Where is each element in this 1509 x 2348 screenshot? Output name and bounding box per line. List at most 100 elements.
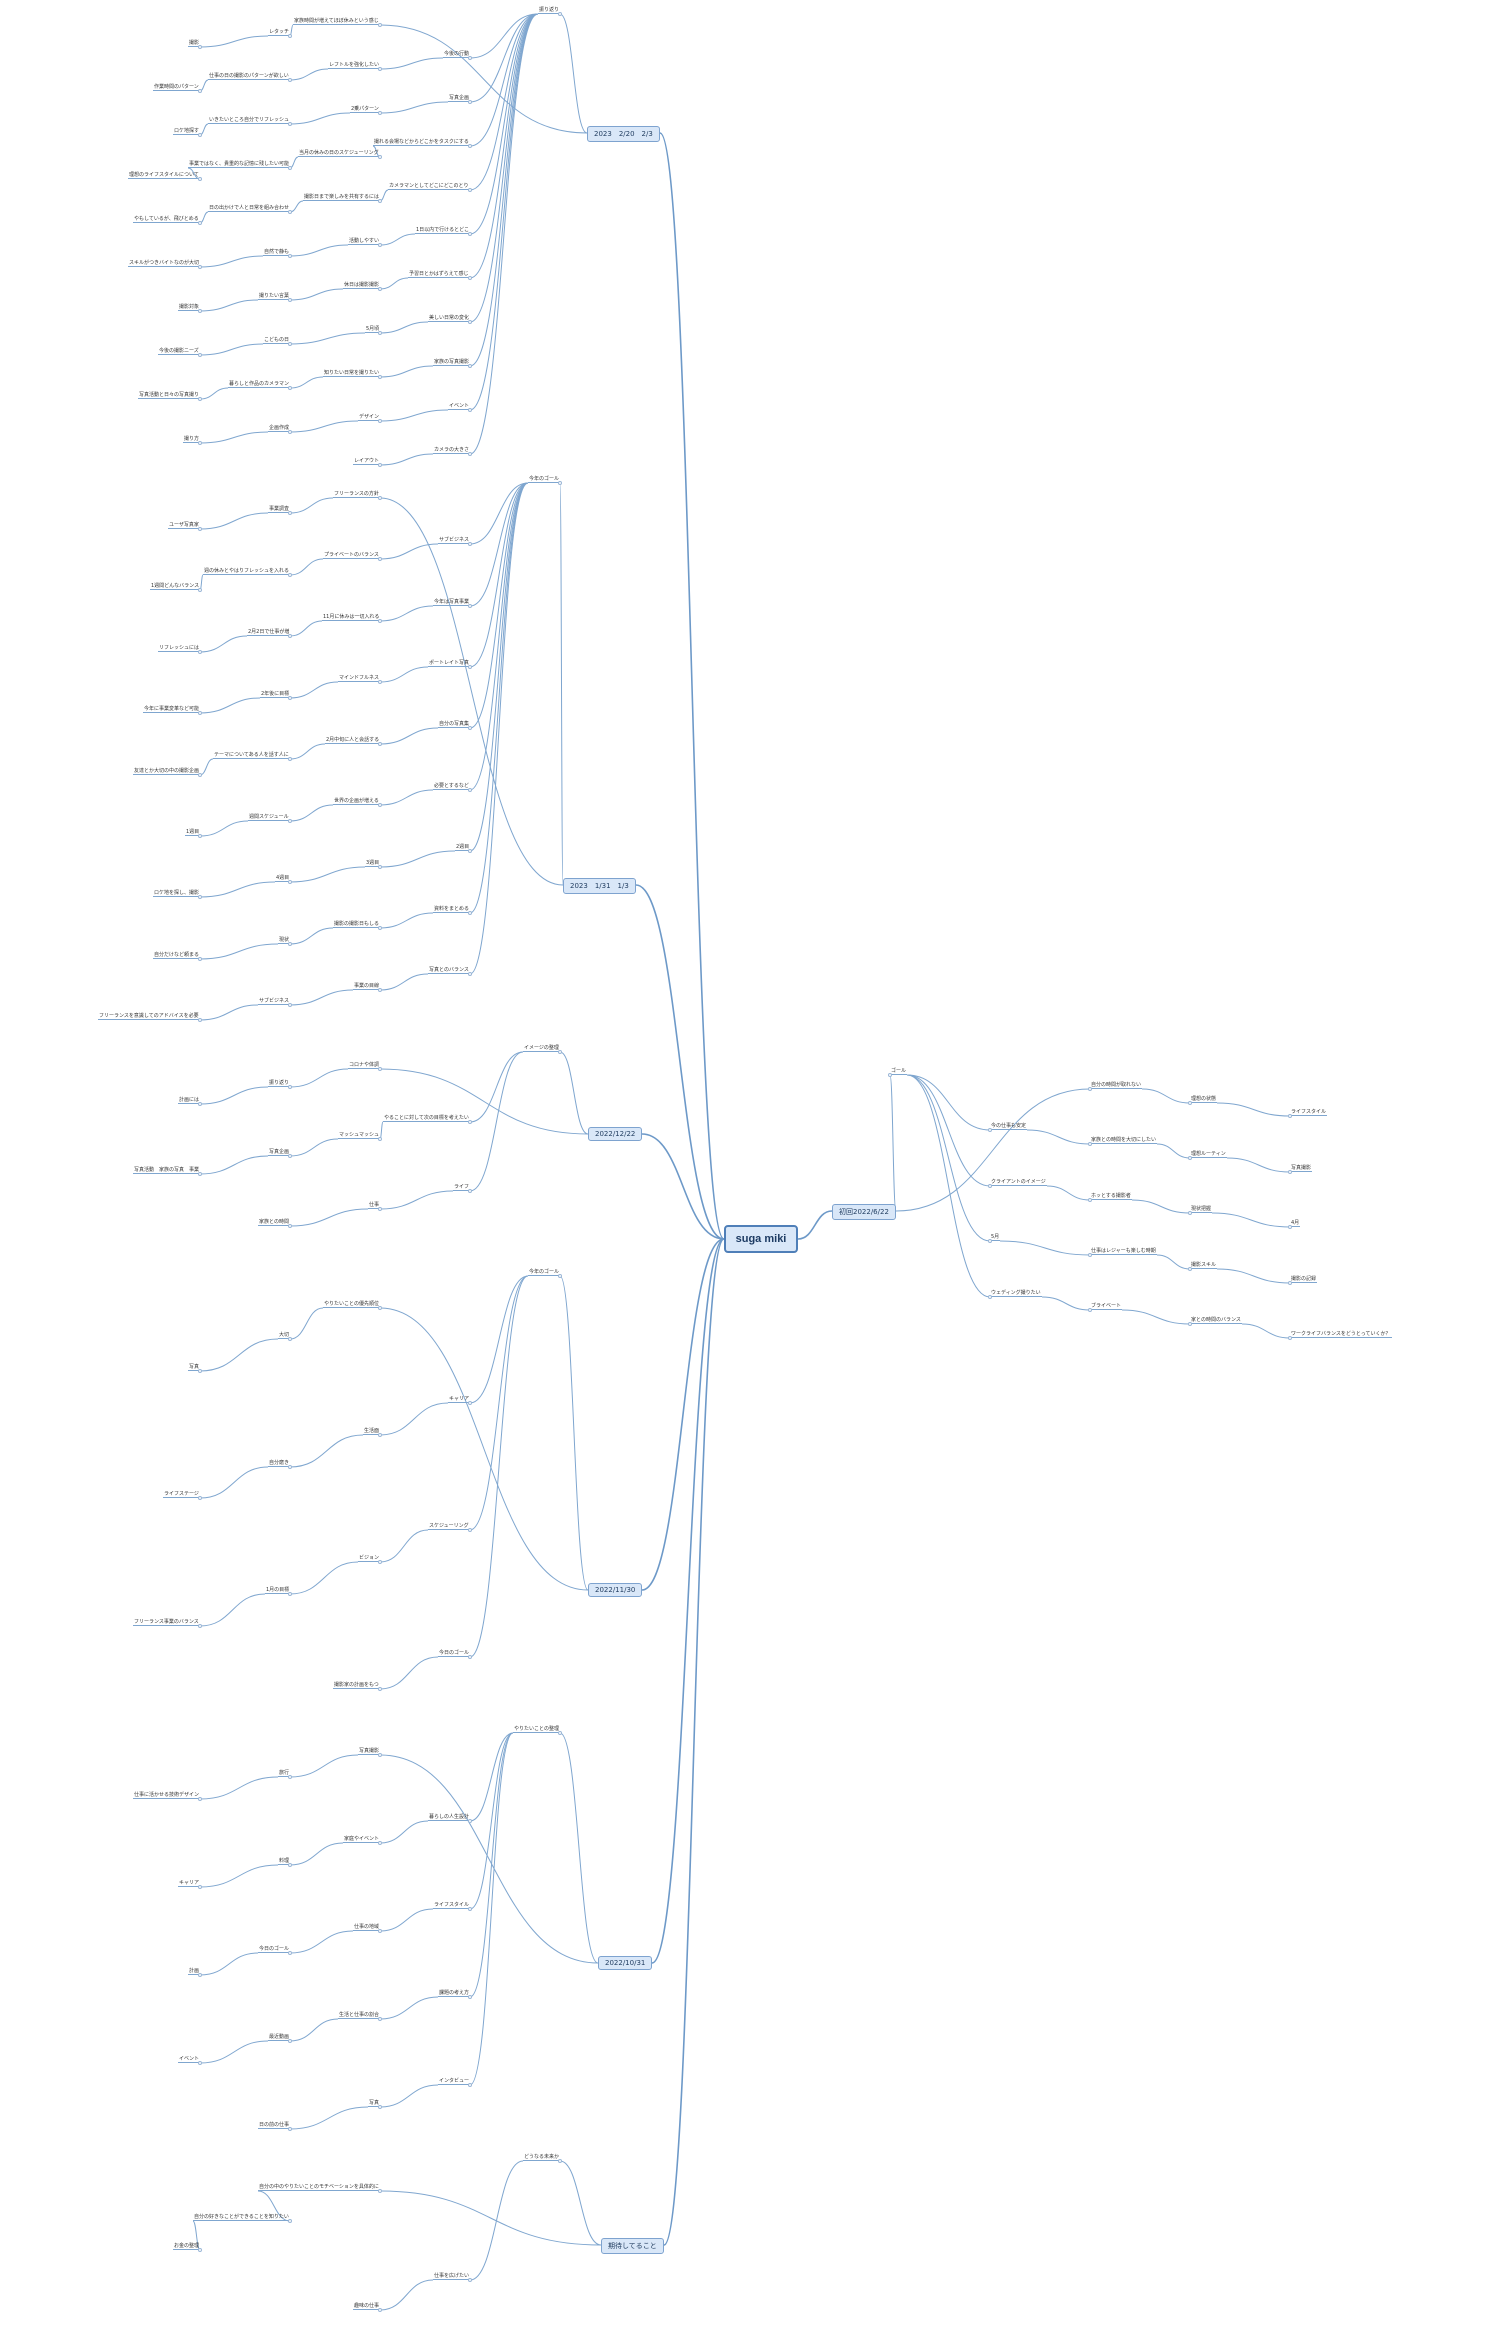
collapse-toggle[interactable]	[558, 12, 562, 16]
collapse-toggle[interactable]	[288, 2127, 292, 2131]
topic-node[interactable]: クライアントのイメージ	[990, 1179, 1047, 1186]
collapse-toggle[interactable]	[988, 1295, 992, 1299]
collapse-toggle[interactable]	[198, 1885, 202, 1889]
collapse-toggle[interactable]	[288, 1154, 292, 1158]
collapse-toggle[interactable]	[888, 1073, 892, 1077]
collapse-toggle[interactable]	[198, 1102, 202, 1106]
topic-node[interactable]: いきたいところ自分でリフレッシュ	[208, 117, 291, 124]
collapse-toggle[interactable]	[468, 849, 472, 853]
collapse-toggle[interactable]	[378, 680, 382, 684]
topic-node[interactable]: 撮影日まで楽しみを共有するには	[303, 194, 381, 201]
collapse-toggle[interactable]	[288, 1003, 292, 1007]
collapse-toggle[interactable]	[198, 2248, 202, 2252]
root-topic[interactable]: suga miki	[724, 1225, 798, 1253]
topic-node[interactable]: 休日は撮影撮影	[343, 282, 381, 289]
collapse-toggle[interactable]	[1288, 1114, 1292, 1118]
collapse-toggle[interactable]	[288, 430, 292, 434]
topic-node[interactable]: 暮らしと作品のカメラマン	[228, 381, 291, 388]
topic-node[interactable]: インタビュー	[438, 2078, 471, 2085]
topic-node[interactable]: 2週目	[455, 844, 471, 851]
topic-node[interactable]: 写真活動と日々の写真撮り	[138, 392, 201, 399]
topic-node[interactable]: 写真とのバランス	[428, 967, 470, 974]
topic-node[interactable]: 自分の時間が取れない	[1090, 1082, 1143, 1089]
topic-node[interactable]: 1週間どんなバランス	[150, 583, 201, 590]
topic-node[interactable]: やもしているが、飛びとめる	[133, 216, 200, 223]
collapse-toggle[interactable]	[288, 880, 292, 884]
collapse-toggle[interactable]	[1288, 1336, 1292, 1340]
collapse-toggle[interactable]	[988, 1128, 992, 1132]
topic-node[interactable]: やりたいことの整理	[513, 1726, 560, 1733]
collapse-toggle[interactable]	[198, 221, 202, 225]
collapse-toggle[interactable]	[288, 2219, 292, 2223]
collapse-toggle[interactable]	[378, 926, 382, 930]
collapse-toggle[interactable]	[198, 1624, 202, 1628]
topic-node[interactable]: 最近動画	[268, 2034, 291, 2041]
collapse-toggle[interactable]	[468, 1819, 472, 1823]
topic-node[interactable]: 写真企画	[448, 95, 471, 102]
collapse-toggle[interactable]	[1188, 1211, 1192, 1215]
collapse-toggle[interactable]	[468, 2278, 472, 2282]
topic-node[interactable]: 旅行	[278, 1770, 291, 1777]
collapse-toggle[interactable]	[378, 419, 382, 423]
collapse-toggle[interactable]	[198, 89, 202, 93]
topic-node[interactable]: ロケ地探す	[173, 128, 201, 135]
collapse-toggle[interactable]	[198, 773, 202, 777]
topic-node[interactable]: 撮影家の計画をもつ	[333, 1682, 380, 1689]
topic-node[interactable]: サブビジネス	[438, 537, 471, 544]
collapse-toggle[interactable]	[378, 1137, 382, 1141]
topic-node[interactable]: 自分の写真集	[438, 721, 471, 728]
topic-node[interactable]: 友達とか大切の中の撮影企画	[133, 768, 201, 775]
collapse-toggle[interactable]	[288, 942, 292, 946]
collapse-toggle[interactable]	[468, 1401, 472, 1405]
topic-node[interactable]: キャリア	[178, 1880, 201, 1887]
topic-node[interactable]: 4週目	[275, 875, 291, 882]
collapse-toggle[interactable]	[288, 1775, 292, 1779]
collapse-toggle[interactable]	[288, 34, 292, 38]
collapse-toggle[interactable]	[378, 2105, 382, 2109]
topic-node[interactable]: 仕事	[368, 1202, 381, 1209]
topic-node[interactable]: 今後の行動	[443, 51, 471, 58]
topic-node[interactable]: イベント	[448, 403, 471, 410]
topic-node[interactable]: 知りたい日常を撮りたい	[323, 370, 381, 377]
topic-node[interactable]: レタッチ	[268, 29, 291, 36]
collapse-toggle[interactable]	[198, 834, 202, 838]
topic-node[interactable]: 資料をまとめる	[433, 906, 471, 913]
collapse-toggle[interactable]	[468, 276, 472, 280]
collapse-toggle[interactable]	[198, 309, 202, 313]
collapse-toggle[interactable]	[288, 511, 292, 515]
topic-node[interactable]: 料理	[278, 1858, 291, 1865]
topic-node[interactable]: 写真企画	[268, 1149, 291, 1156]
collapse-toggle[interactable]	[468, 144, 472, 148]
collapse-toggle[interactable]	[1188, 1267, 1192, 1271]
topic-node[interactable]: 今年は写真事業	[433, 599, 471, 606]
collapse-toggle[interactable]	[378, 803, 382, 807]
topic-node[interactable]: ライフスタイル	[1290, 1109, 1328, 1116]
collapse-toggle[interactable]	[378, 199, 382, 203]
collapse-toggle[interactable]	[1188, 1101, 1192, 1105]
collapse-toggle[interactable]	[468, 788, 472, 792]
collapse-toggle[interactable]	[468, 56, 472, 60]
topic-node[interactable]: 企画作成	[268, 425, 291, 432]
topic-node[interactable]: 今日のゴール	[438, 1650, 471, 1657]
collapse-toggle[interactable]	[198, 1172, 202, 1176]
topic-node[interactable]: 3週目	[365, 860, 381, 867]
collapse-toggle[interactable]	[1188, 1322, 1192, 1326]
topic-node[interactable]: 家庭やイベント	[343, 1836, 381, 1843]
topic-node[interactable]: 撮れる会場などからどこかをタスクにする	[373, 139, 470, 146]
topic-node[interactable]: 大切	[278, 1332, 291, 1339]
collapse-toggle[interactable]	[288, 1224, 292, 1228]
topic-node[interactable]: やりたいことの優先順位	[323, 1301, 380, 1308]
topic-node[interactable]: 暮らしの人生設計	[428, 1814, 471, 1821]
topic-node[interactable]: 5月頃	[365, 326, 381, 333]
collapse-toggle[interactable]	[468, 665, 472, 669]
collapse-toggle[interactable]	[288, 166, 292, 170]
topic-node[interactable]: お金の整理	[173, 2243, 201, 2250]
branch-topic[interactable]: 2023 1/31 1/3	[563, 878, 636, 894]
collapse-toggle[interactable]	[468, 1528, 472, 1532]
topic-node[interactable]: 撮りたい言葉	[258, 293, 291, 300]
collapse-toggle[interactable]	[378, 331, 382, 335]
collapse-toggle[interactable]	[1188, 1156, 1192, 1160]
collapse-toggle[interactable]	[198, 711, 202, 715]
collapse-toggle[interactable]	[288, 122, 292, 126]
topic-node[interactable]: 生活面	[363, 1428, 381, 1435]
